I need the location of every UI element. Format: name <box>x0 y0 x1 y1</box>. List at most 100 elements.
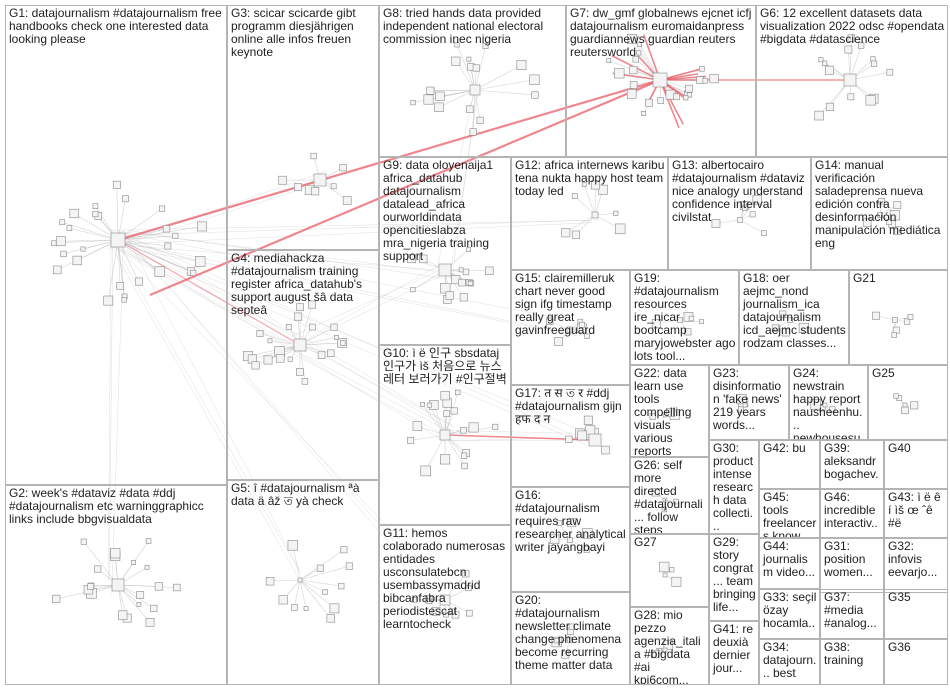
node <box>263 355 273 365</box>
node <box>87 583 95 590</box>
node <box>818 57 824 63</box>
edge <box>292 545 301 581</box>
edge <box>430 89 476 91</box>
node <box>709 74 719 84</box>
node <box>410 99 416 106</box>
group-g38: G38: training <box>820 639 884 685</box>
group-g40: G40 <box>884 440 948 489</box>
node <box>466 247 472 252</box>
node <box>637 42 643 48</box>
node <box>886 219 892 226</box>
node <box>571 230 580 239</box>
edge <box>472 89 476 132</box>
node <box>579 321 585 328</box>
group-label: G20: #datajournalism newsletter climate … <box>515 593 625 672</box>
node <box>419 254 428 264</box>
group-g37: G37: #media #analog... <box>820 589 884 639</box>
node <box>683 94 689 101</box>
edge <box>117 226 203 241</box>
edge <box>306 345 455 428</box>
node <box>742 205 748 212</box>
node <box>583 546 590 553</box>
group-g34: G34: datajourn... best <box>759 639 820 685</box>
edge <box>292 264 452 337</box>
node <box>172 232 179 239</box>
node <box>303 606 309 611</box>
node <box>771 324 780 332</box>
hub-node <box>662 412 668 418</box>
group-g28: G28: mio pezzo agenzia_italia #bigdata #… <box>630 607 709 685</box>
edge <box>57 239 119 271</box>
group-g42: G42: bu <box>759 440 820 489</box>
edge <box>299 579 335 609</box>
group-label: G17: त स ত र #ddj #datajournalism gijn ह… <box>515 386 626 426</box>
group-label: G33: seçil özay hocamla... <box>763 590 820 639</box>
hub-node <box>439 594 451 606</box>
node <box>822 60 828 66</box>
edge <box>117 584 177 588</box>
hub-node <box>313 173 327 187</box>
node <box>858 42 865 49</box>
group-g13: G13: albertocairo #datajournalism #datav… <box>668 157 811 270</box>
group-label: G31: position women... <box>824 539 873 579</box>
node <box>903 318 911 325</box>
node <box>154 582 163 591</box>
edge <box>739 219 765 234</box>
hub-node <box>662 497 668 503</box>
group-g46: G46: incredible interactiv... <box>820 489 884 538</box>
node <box>459 293 468 302</box>
node <box>673 93 680 101</box>
group-g44: G44: journalism video... <box>759 538 820 589</box>
node <box>465 609 473 617</box>
edge <box>108 184 316 249</box>
group-label: G28: mio pezzo agenzia_italia #bigdata #… <box>634 608 701 685</box>
node <box>159 205 166 212</box>
node <box>278 175 287 185</box>
group-g7: G7: dw_gmf globalnews ejcnet icfj datajo… <box>566 5 756 157</box>
node <box>342 196 352 205</box>
group-label: G14: manual verificación saladeprensa nu… <box>815 158 944 250</box>
edge <box>124 245 440 271</box>
node <box>451 56 461 66</box>
node <box>339 340 346 346</box>
node <box>431 606 441 616</box>
node <box>309 323 316 331</box>
highlight-edge <box>149 78 661 297</box>
group-label: G15: clairemilleruk chart never good sig… <box>515 271 618 337</box>
edge <box>83 541 119 586</box>
node <box>657 97 665 104</box>
group-label: G6: 12 excellent datasets data visualiza… <box>760 6 948 46</box>
node <box>134 277 143 286</box>
node <box>529 74 540 85</box>
group-label: G30: product intense research data colle… <box>713 441 757 533</box>
node <box>645 98 653 107</box>
node <box>462 570 470 578</box>
group-g14: G14: manual verificación saladeprensa nu… <box>811 157 948 270</box>
group-label: G22: data learn use tools compelling vis… <box>634 366 692 457</box>
node <box>485 266 494 276</box>
node <box>761 230 767 236</box>
edge <box>299 579 326 593</box>
edge <box>594 212 616 216</box>
edge <box>456 44 476 91</box>
node <box>554 337 563 346</box>
edge <box>113 247 300 352</box>
edge <box>117 239 168 247</box>
node <box>454 42 460 48</box>
node <box>92 211 99 218</box>
node <box>626 89 637 99</box>
node <box>561 650 570 659</box>
group-g18: G18: oer aejmc_nond journalism_ica dataj… <box>739 270 849 365</box>
group-label: G24: newstrain happy report nausheenhu..… <box>793 366 864 440</box>
node <box>847 34 855 42</box>
node <box>466 56 472 62</box>
group-g23: G23: disinformation 'fake news' 219 year… <box>709 365 789 440</box>
group-g30: G30: product intense research data colle… <box>709 440 759 534</box>
node <box>629 66 638 75</box>
hub-node <box>567 637 573 643</box>
group-g2: G2: week's #dataviz #data #ddj #datajour… <box>5 485 227 685</box>
node-layer <box>51 34 919 659</box>
node <box>327 349 335 357</box>
node <box>461 462 468 470</box>
node <box>56 236 66 247</box>
